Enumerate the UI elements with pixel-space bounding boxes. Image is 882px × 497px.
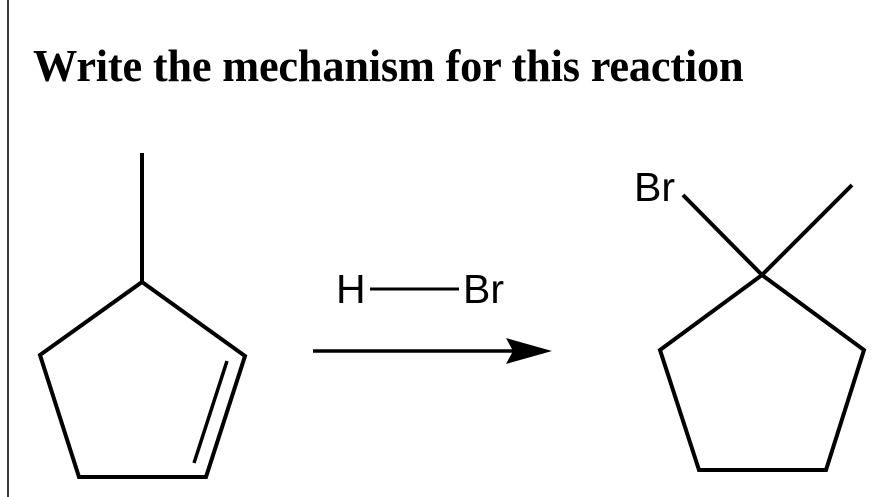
reactant-structure — [37, 153, 248, 479]
methyl-bond — [760, 183, 854, 277]
page-left-border — [7, 0, 9, 497]
reagent-atom-h: H — [336, 266, 366, 312]
cyclopentene-ring — [37, 279, 248, 479]
reagent-hbr: H Br — [336, 266, 504, 312]
question-title: Write the mechanism for this reaction — [33, 41, 744, 91]
reagent-atom-br: Br — [463, 266, 504, 312]
reaction-arrow — [313, 338, 552, 364]
product-structure: Br — [634, 164, 867, 472]
c-br-bond — [681, 193, 764, 277]
arrow-head-icon — [506, 338, 552, 364]
cyclopentane-ring — [657, 272, 867, 472]
product-atom-br: Br — [634, 164, 675, 210]
double-bond-inner-line — [192, 360, 229, 464]
